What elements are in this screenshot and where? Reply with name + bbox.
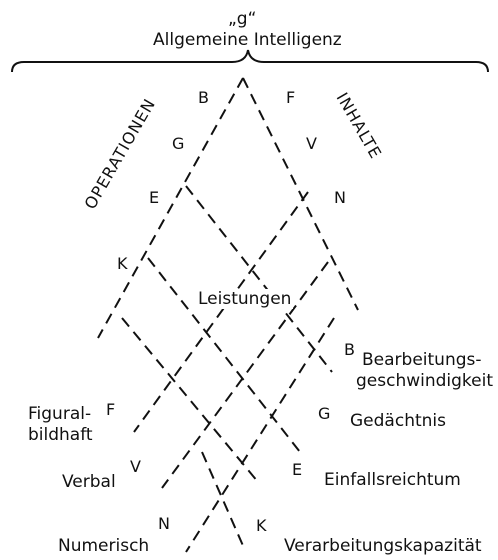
line-op-e [161,261,329,489]
line-ct-n [147,257,301,453]
br-label-verarbeitungskapazitaet: Verarbeitungskapazität [284,536,482,556]
diagram-title: Allgemeine Intelligenz [153,30,342,50]
ct-letter-n: N [334,188,346,207]
op-letter-g: G [172,134,185,153]
br-letter-e: E [292,460,303,479]
bl-letter-n: N [158,514,170,533]
bl-letter-v: V [130,457,141,476]
top-brace [11,49,489,73]
bl-label-figural-1: Figural- [28,404,92,424]
br-label-einfallsreichtum: Einfallsreichtum [324,470,461,490]
bl-label-verbal: Verbal [62,472,116,492]
g-factor-label: „g“ [228,9,257,29]
line-ct-f [242,77,359,311]
ct-letter-f: F [286,88,296,107]
bl-label-figural-2: bildhaft [28,425,93,445]
line-ct-v [185,185,333,373]
line-ct-y [201,451,245,549]
ct-letter-v: V [306,134,317,153]
content-lines [121,77,359,549]
operation-lines [97,77,335,553]
br-label-bearbeitung-1: Bearbeitungs- [362,350,482,370]
bl-letter-f: F [106,400,116,419]
br-label-bearbeitung-2: geschwindigkeit [356,371,494,391]
line-op-k [185,317,335,553]
br-letter-b: B [344,340,355,359]
line-ct-x [121,317,259,483]
line-op-g [133,191,309,433]
br-label-gedaechtnis: Gedächtnis [350,411,446,431]
center-label: Leistungen [196,289,294,309]
br-letter-g: G [318,404,331,423]
bl-label-numerisch: Numerisch [58,536,150,556]
br-letter-k: K [256,516,267,535]
op-letter-e: E [149,188,160,207]
line-op-b [97,77,244,339]
op-letter-k: K [117,254,128,273]
op-letter-b: B [198,88,209,107]
